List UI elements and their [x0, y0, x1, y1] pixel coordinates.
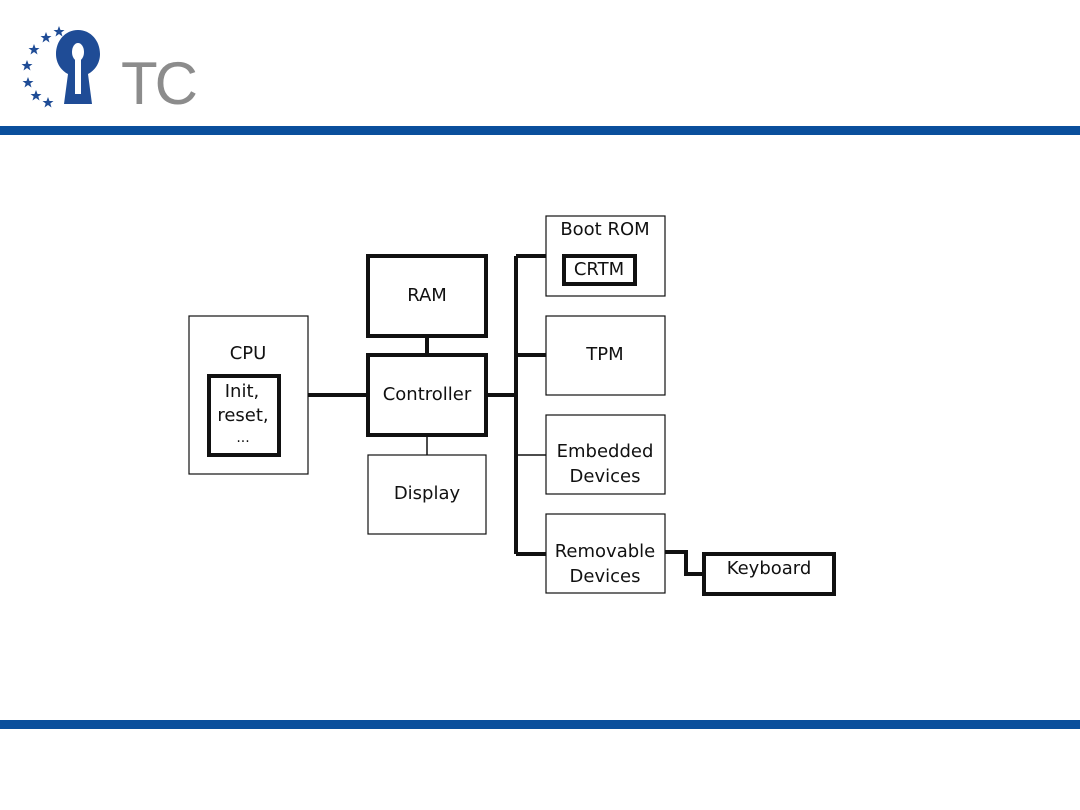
- cpu-box: CPU Init, reset, ...: [188, 315, 309, 475]
- tpm-label: TPM: [585, 344, 623, 365]
- logo-text: TC: [121, 50, 198, 117]
- ellipsis-label: ...: [236, 430, 249, 446]
- init-label: Init,: [225, 381, 260, 402]
- footer-band: [0, 720, 1080, 729]
- ram-box: RAM: [366, 254, 488, 338]
- boot-rom-box: Boot ROM CRTM: [545, 215, 666, 297]
- itc-logo: TC: [18, 24, 198, 114]
- keyhole-stars-emblem: [21, 26, 100, 108]
- controller-box: Controller: [366, 353, 488, 437]
- tpm-box: TPM: [545, 315, 666, 396]
- connector-lines: [308, 254, 704, 576]
- display-box: Display: [367, 454, 487, 535]
- cpu-label: CPU: [230, 343, 267, 364]
- init-reset-box: [207, 374, 281, 457]
- keyboard-box: Keyboard: [702, 552, 836, 596]
- stars-icon: [21, 26, 65, 108]
- crtm-label: CRTM: [574, 259, 624, 280]
- keyboard-label: Keyboard: [727, 558, 812, 579]
- embedded-label-line1: Embedded: [557, 441, 654, 462]
- removable-keyboard-link: [665, 550, 704, 576]
- removable-label-line1: Removable: [555, 541, 656, 562]
- header-band: [0, 126, 1080, 135]
- embedded-devices-box: Embedded Devices: [545, 414, 666, 495]
- removable-devices-box: Removable Devices: [545, 513, 666, 594]
- crtm-box: [562, 254, 637, 286]
- reset-label: reset,: [217, 405, 268, 426]
- display-label: Display: [394, 483, 461, 504]
- controller-label: Controller: [383, 384, 472, 405]
- removable-label-line2: Devices: [570, 566, 641, 587]
- embedded-label-line2: Devices: [570, 466, 641, 487]
- boot-rom-label: Boot ROM: [560, 219, 649, 240]
- ram-label: RAM: [407, 285, 447, 306]
